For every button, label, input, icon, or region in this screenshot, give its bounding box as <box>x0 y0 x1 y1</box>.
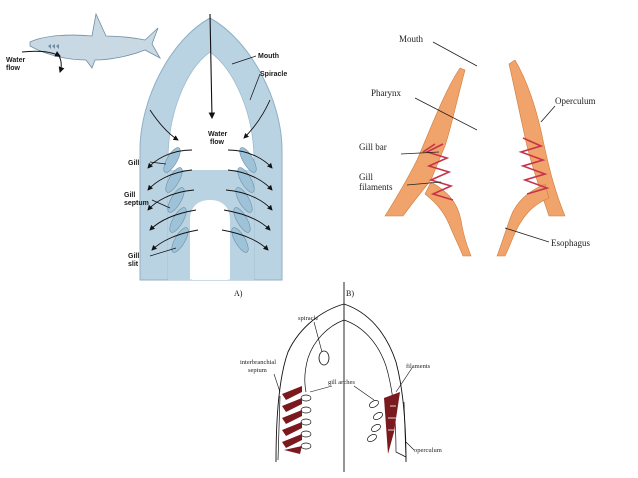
water-flow-top-line2: flow <box>6 65 21 72</box>
shark-leader-lines <box>149 55 261 257</box>
gill-filaments-label: Gill filaments <box>359 172 393 192</box>
shark-diagram-svg: Water flow <box>6 12 287 281</box>
ab-comparison-diagram: A) B) <box>228 282 442 477</box>
gill-filaments-line1: Gill <box>359 172 374 182</box>
mouth-label-shark: Mouth <box>258 53 279 60</box>
gill-septum-line2: septum <box>124 200 149 207</box>
bony-leader-lines <box>400 41 556 243</box>
center-water-arrow <box>208 13 216 120</box>
interbranchial-line1: interbranchial <box>240 359 276 366</box>
left-gill-filaments <box>422 143 454 201</box>
left-flow-arrows <box>147 109 199 251</box>
gill-arches-label: gill arches <box>328 379 355 386</box>
left-operculum-orange <box>384 67 472 257</box>
spiracle-label-shark: Spiracle <box>260 71 287 78</box>
right-flow-arrows <box>221 99 273 251</box>
gill-slit-label: Gill slit <box>128 253 141 268</box>
water-flow-center-line2: flow <box>210 139 225 146</box>
gill-bar-label: Gill bar <box>359 142 387 152</box>
right-gills <box>231 147 257 253</box>
operculum-label-ab: operculum <box>414 447 442 454</box>
interbranchial-septum-label: interbranchial septum <box>240 359 278 374</box>
inner-outline-b <box>343 319 407 458</box>
panel-a-label: A) <box>234 289 243 298</box>
water-flow-label-center: Water flow <box>208 131 229 146</box>
interbranchial-line2: septum <box>248 367 267 374</box>
ab-diagram-svg: A) B) <box>234 282 442 472</box>
ab-leader-lines <box>273 321 415 451</box>
gill-septum-line1: Gill <box>124 192 135 199</box>
water-flow-top-line1: Water <box>6 57 25 64</box>
left-gills <box>163 147 189 253</box>
bony-fish-diagram-svg: Mouth Pharynx Operculum Gill bar Gill fi… <box>359 34 596 257</box>
mouth-label-bony: Mouth <box>399 34 424 44</box>
gill-slit-line1: Gill <box>128 253 139 260</box>
bony-fish-gill-diagram: Mouth Pharynx Operculum Gill bar Gill fi… <box>355 20 630 265</box>
spiracle-label-ab: spiracle <box>298 315 318 322</box>
gill-filaments-line2: filaments <box>359 182 393 192</box>
head-outline-a <box>275 303 345 463</box>
pharynx-label: Pharynx <box>371 88 401 98</box>
spiracle-shape <box>318 350 330 366</box>
water-flow-center-line1: Water <box>208 131 227 138</box>
water-flow-label-top: Water flow <box>6 57 27 72</box>
right-operculum-orange <box>496 59 566 257</box>
gill-slit-line2: slit <box>128 261 139 268</box>
operculum-label-bony: Operculum <box>555 96 596 106</box>
gills-a <box>277 386 312 461</box>
inner-outline-a <box>304 319 345 393</box>
shark-gill-diagram: Water flow <box>0 0 300 282</box>
right-gill-filaments <box>518 137 550 195</box>
gill-label-shark: Gill <box>128 160 139 167</box>
panel-b-label: B) <box>346 289 354 298</box>
gill-septum-label: Gill septum <box>124 192 149 207</box>
gills-b <box>367 392 407 461</box>
shark-silhouette <box>29 12 162 69</box>
esophagus-label: Esophagus <box>551 238 590 248</box>
filaments-label: filaments <box>406 363 431 370</box>
